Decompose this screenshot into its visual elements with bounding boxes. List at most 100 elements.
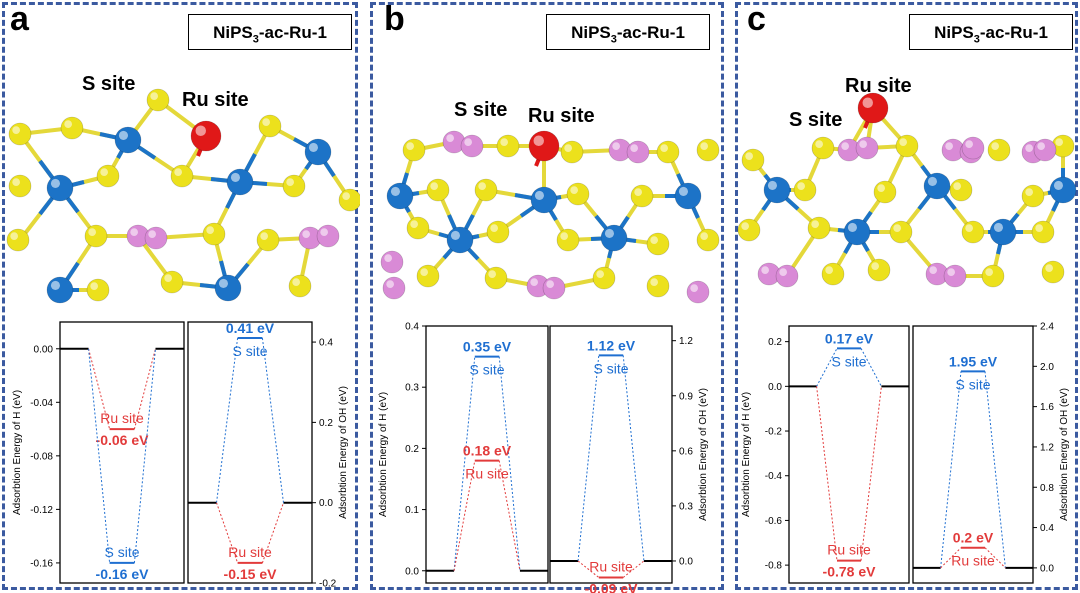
p-atom-highlight [630,144,638,152]
ni-atom [530,186,558,214]
level-site-name: Ru site [589,558,633,574]
s-atom-highlight [206,226,214,234]
s-atom [338,188,360,212]
right-axes-frame [187,321,313,584]
s-atom-highlight [560,232,568,240]
s-atom [646,274,670,298]
s-atom [486,220,510,244]
ni-atom-highlight [678,186,688,196]
p-atom [382,276,406,300]
ru-site-level: Ru site-0.15 eV [216,502,284,582]
s-atom [696,228,720,252]
s-atom [60,116,84,140]
s-atom-highlight [292,278,300,286]
s-atom [560,140,584,164]
title-sub: 3 [610,33,617,46]
ni-atom-highlight [308,142,319,152]
s-atom-highlight [262,118,270,126]
s-atom-highlight [700,142,708,150]
left-axis-label: Adsorbtion Energy of H (eV) [741,392,752,517]
s-atom [592,266,616,290]
ni-atom [214,274,242,302]
p-atom [126,224,150,248]
ru-site-label: Ru site [845,75,912,97]
s-site-label: S site [82,73,135,95]
y-tick-label: -0.4 [765,471,783,482]
p-atom [775,264,799,288]
s-atom [793,178,817,202]
p-atom [144,226,168,250]
s-atom [170,164,194,188]
p-atom [1033,138,1057,162]
level-site-name: S site [104,544,139,560]
level-connector [216,502,239,564]
level-site-name: S site [232,343,267,359]
p-atom [686,280,710,304]
s-atom [6,228,30,252]
s-atom-highlight [871,262,879,270]
level-site-name: Ru site [100,410,144,426]
level-connector [984,371,1006,568]
level-connector [816,348,838,387]
right-axis-label: Adsorbtion Energy of OH (eV) [338,386,349,519]
s-atom [807,216,831,240]
ni-atom [600,224,628,252]
ni-atom-highlight [50,178,60,188]
level-connector [940,371,962,568]
s-atom [96,164,120,188]
y-tick-label: 1.2 [679,336,693,347]
ru-atom [528,130,560,162]
s-atom [8,174,32,198]
s-atom-highlight [991,142,999,150]
ni-atom-highlight [767,180,777,190]
p-atom [442,130,466,154]
s-atom [821,262,845,286]
p-atom-highlight [148,230,156,238]
level-connector [453,460,476,571]
p-atom-highlight [841,142,849,150]
s-atom [146,88,170,112]
ni-atom-highlight [118,130,128,140]
p-atom [380,250,404,274]
right-axis-label: Adsorbtion Energy of OH (eV) [1059,388,1070,521]
level-site-name: S site [469,362,504,378]
p-atom-highlight [530,278,538,286]
title-sub: 3 [973,33,980,46]
s-atom-highlight [741,222,749,230]
p-atom [316,224,340,248]
level-connector [816,386,838,561]
s-atom [741,148,765,172]
level-connector [940,547,962,569]
panel-title: NiPS3-ac-Ru-1 [188,14,352,50]
s-site-level: 1.95 eVS site [940,353,1006,568]
s-atom-highlight [815,140,823,148]
ni-atom-highlight [1053,180,1063,190]
panel-title: NiPS3-ac-Ru-1 [909,14,1073,50]
right-axes-frame [912,325,1034,584]
left-axes-frame [788,325,910,584]
level-connector [88,348,111,430]
ni-atom [386,182,414,210]
s-atom [282,174,306,198]
title-main: NiPS [571,23,611,42]
y-tick-label: 0.00 [34,344,54,355]
s-atom-highlight [342,192,350,200]
s-atom-highlight [700,232,708,240]
ru-atom-highlight [533,135,544,146]
ni-atom-highlight [534,190,544,200]
level-connector [577,355,600,562]
right-axes-frame [549,325,673,584]
p-atom [855,136,879,160]
s-atom-highlight [953,182,961,190]
ni-atom [226,168,254,196]
y-tick-label: 0.2 [319,418,333,429]
s-atom [406,216,430,240]
s-atom [646,232,670,256]
s-atom [86,278,110,302]
p-atom-highlight [130,228,138,236]
s-atom-highlight [660,144,668,152]
s-site-level: 0.41 eVS site [216,320,284,503]
s-atom [160,270,184,294]
